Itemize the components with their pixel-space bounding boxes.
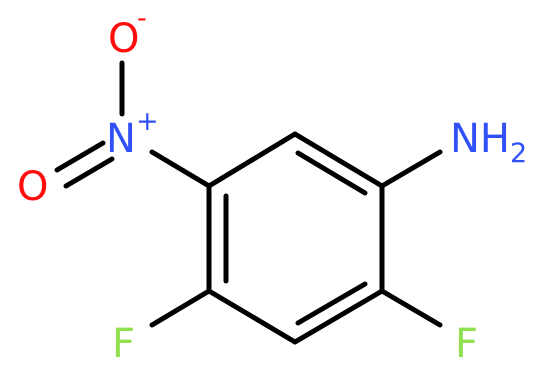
ring-bond-c1-c2-inner <box>295 150 368 196</box>
nitrogen-positive-charge: + <box>136 106 159 137</box>
ring-bond-c1-c2 <box>292 131 385 189</box>
oxygen-negative-charge: - <box>137 3 147 34</box>
ring-bond-c3-c4 <box>292 288 385 345</box>
ring-bond-c4-c5 <box>206 288 298 345</box>
bond-c5-fluorine <box>149 288 212 328</box>
benzene-ring <box>206 131 385 345</box>
nitro-nitrogen-label: N <box>106 116 136 162</box>
nitro-oxygen-left-label: O <box>17 164 48 210</box>
fluorine-left-label: F <box>112 321 135 367</box>
bond-n-o-double-inner <box>63 156 115 189</box>
bond-c6-nitro <box>149 149 212 189</box>
ring-bond-c3-c4-inner <box>295 281 368 326</box>
ring-bond-c6-c1 <box>206 131 298 189</box>
nitro-oxygen-top-label: O <box>108 16 139 62</box>
bond-c3-fluorine <box>379 288 443 328</box>
amine-group-label: NH2 <box>450 116 527 169</box>
bond-c2-amine <box>379 149 443 189</box>
bond-n-o-double <box>54 140 106 173</box>
fluorine-right-label: F <box>455 321 478 367</box>
